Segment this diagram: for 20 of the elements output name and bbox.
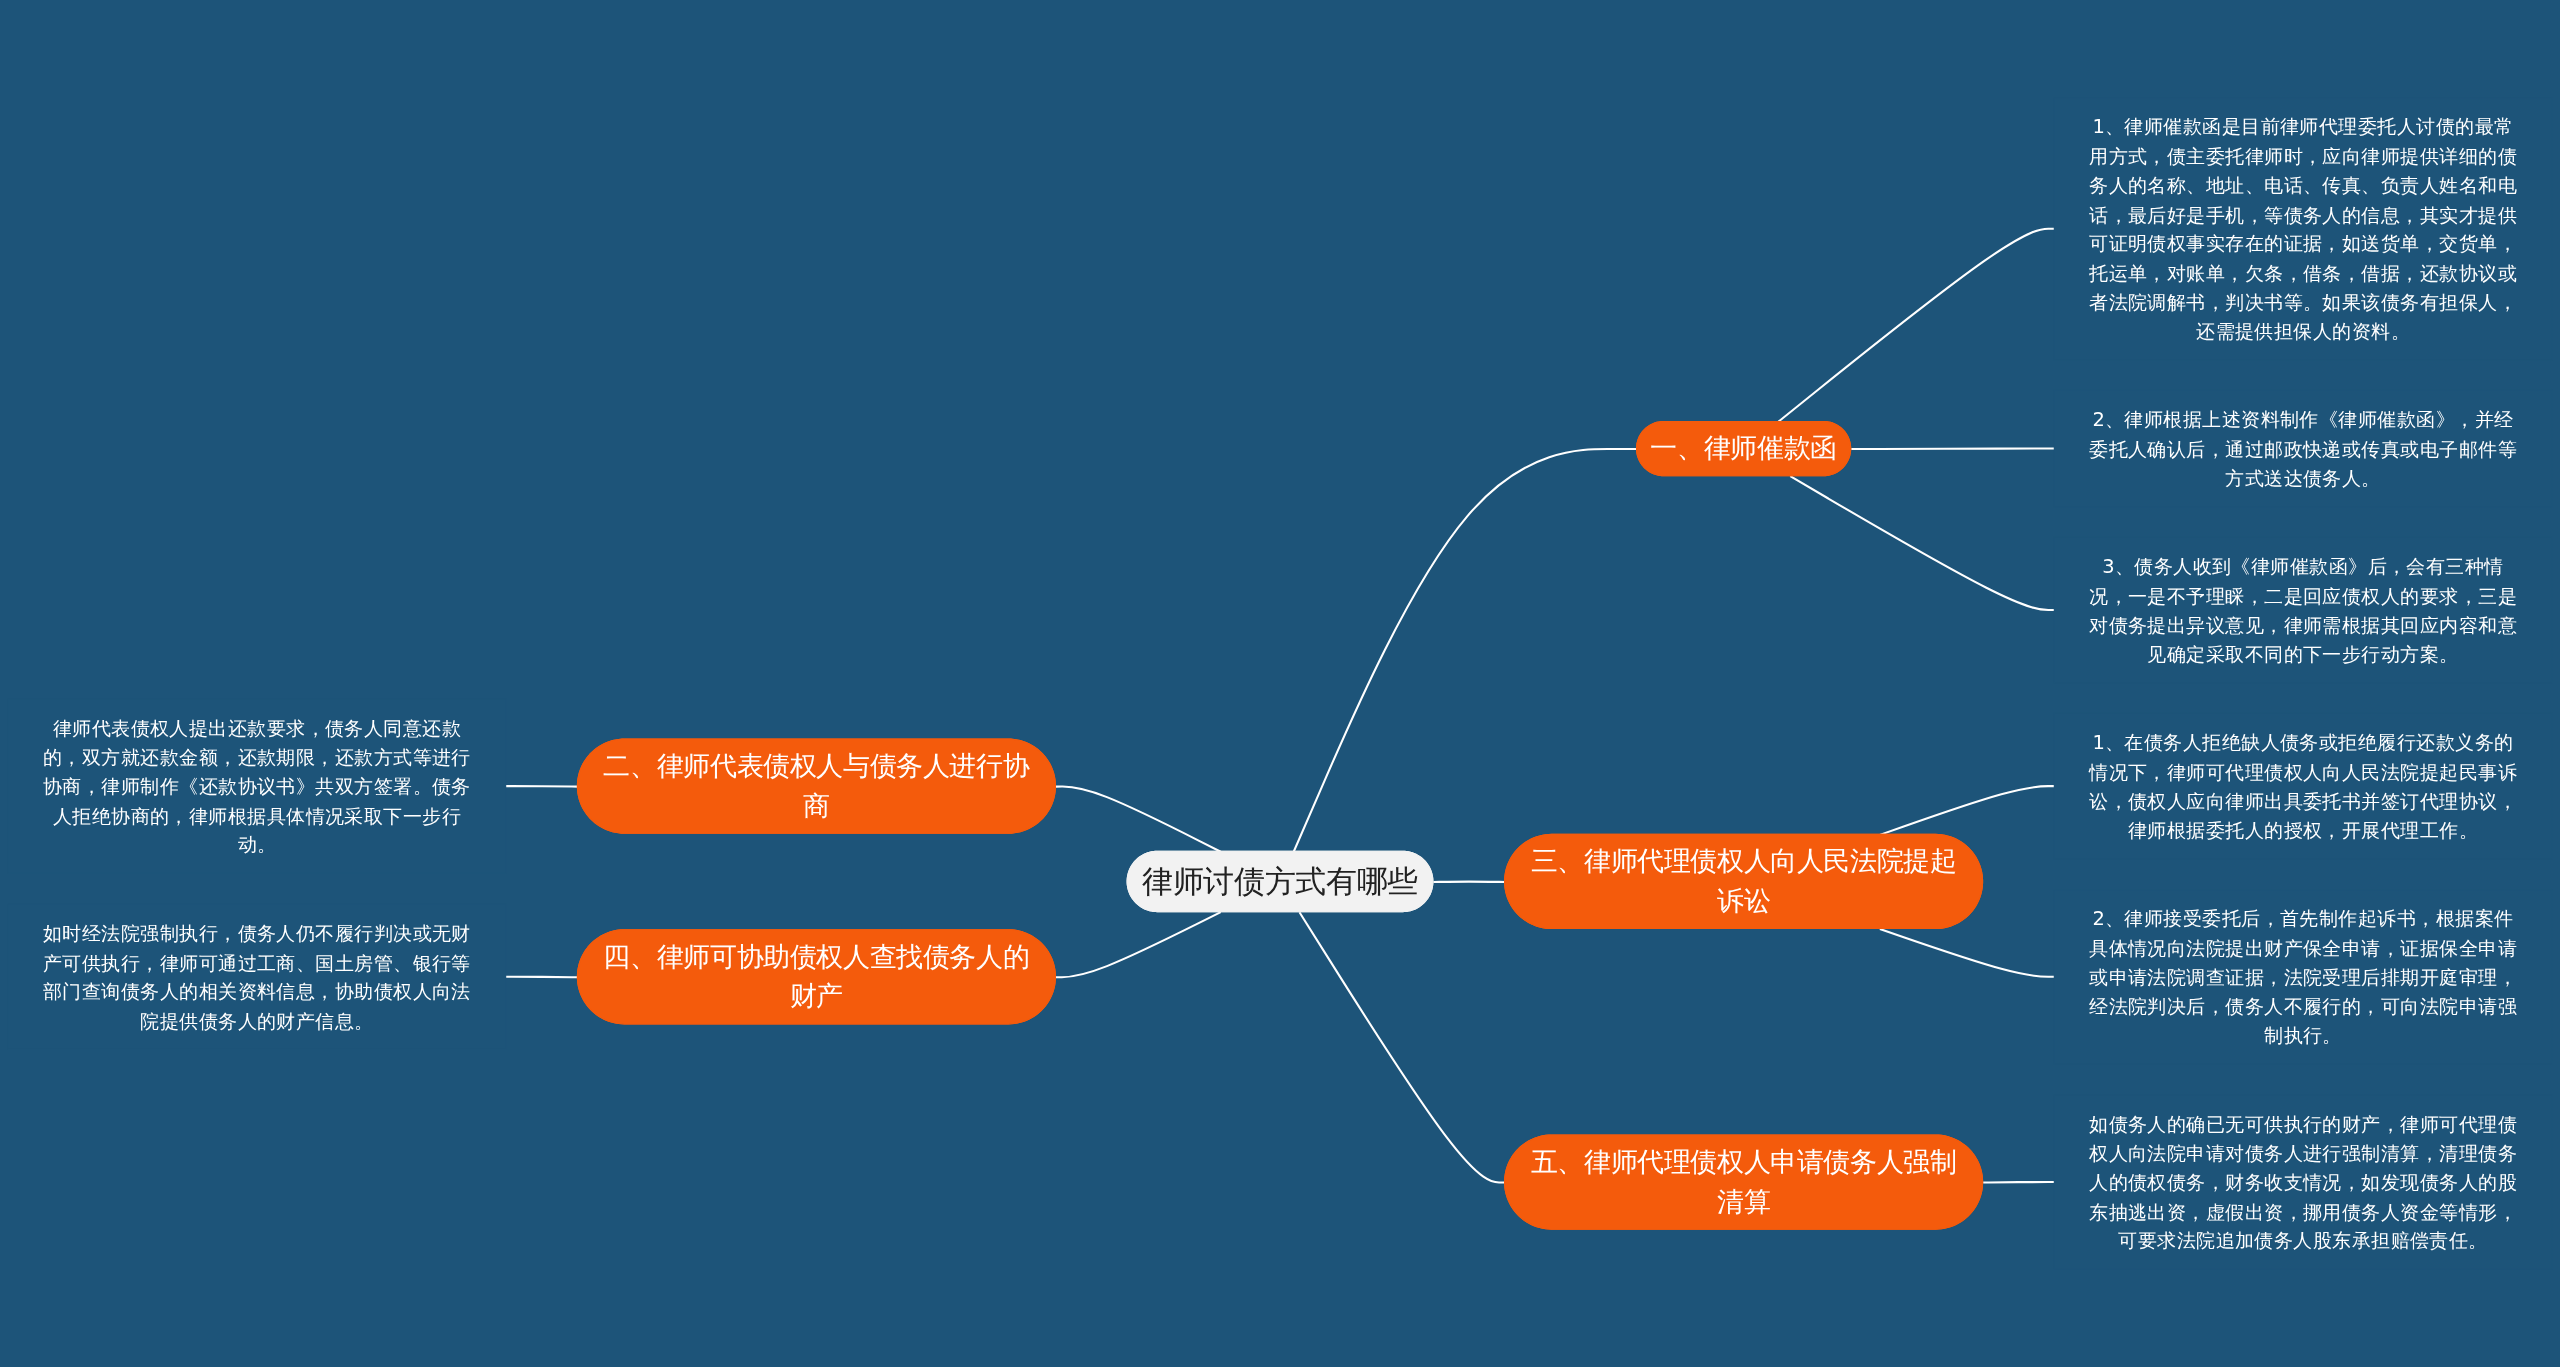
connector [1879,928,2055,978]
node-text: 律师代表债权人提出还款要求，债务人同意还款的，双方就还款金额，还款期限，还款方式等进行协商，律师制作《还款协议书》共双方签署。债务人拒绝协商的，律师根据具体情况采取下一步行动。 [43,716,471,856]
node-text: 如时经法院强制执行，债务人仍不履行判决或无财产可供执行，律师可通过工商、国土房管、银行等部门查询债务人的相关资料信息，协助债权人向法院提供债务人的财产信息。 [43,921,471,1032]
node-text: 2、律师根据上述资料制作《律师催款函》，并经委托人确认后，通过邮政快递或传真或电子邮件等方式送达债务人。 [2089,407,2517,489]
connector [1777,227,2055,423]
connector [1879,785,2055,836]
node-text: 1、在债务人拒绝缺人债务或拒绝履行还款义务的情况下，律师可代理债权人向人民法院提起民事诉讼，债权人应向律师出具委托书并签订代理协议，律师根据委托人的授权，开展代理工作。 [2089,730,2517,841]
connector [505,975,578,979]
connector [1789,475,2055,612]
connector [1983,1181,2055,1184]
connector [1851,447,2055,451]
node-text: 2、律师接受委托后，首先制作起诉书，根据案件具体情况向法院提出财产保全申请，证据保全申请或申请法院调查证据，法院受理后排期开庭审理，经法院判决后，债务人不履行的，可向法院申请强制执行。 [2089,906,2517,1047]
node-text: 3、债务人收到《律师催款函》后，会有三种情况，一是不予理睬，二是回应债权人的要求，三是对债务提出异议意见，律师需根据其回应内容和意见确定采取不同的下一步行动方案。 [2089,554,2517,665]
connector [1292,447,1637,853]
connector [1055,911,1222,979]
connector [505,785,578,788]
node-text: 1、律师催款函是目前律师代理委托人讨债的最常用方式，债主委托律师时，应向律师提供详细的债务人的名称、地址、电话、传真、负责人姓名和电话，最后好是手机，等债务人的信息，其实才提供可证明债权事实存在的证据，如送货单，交货单，托运单，对账单，欠条，借条，借据，还款协议或者法院调解书，判决书等。如果该债务有担保人，还需提供担保人的资料。 [2089,115,2517,342]
node-text: 如债务人的确已无可供执行的财产，律师可代理债权人向法院申请对债务人进行强制清算，清理债务人的债权债务，财务收支情况，如发现债务人的股东抽逃出资，虚假出资，挪用债务人资金等情形，可要求法院追加债务人股东承担赔偿责任。 [2089,1112,2517,1252]
connector [1433,880,1506,883]
connector [1055,785,1222,853]
